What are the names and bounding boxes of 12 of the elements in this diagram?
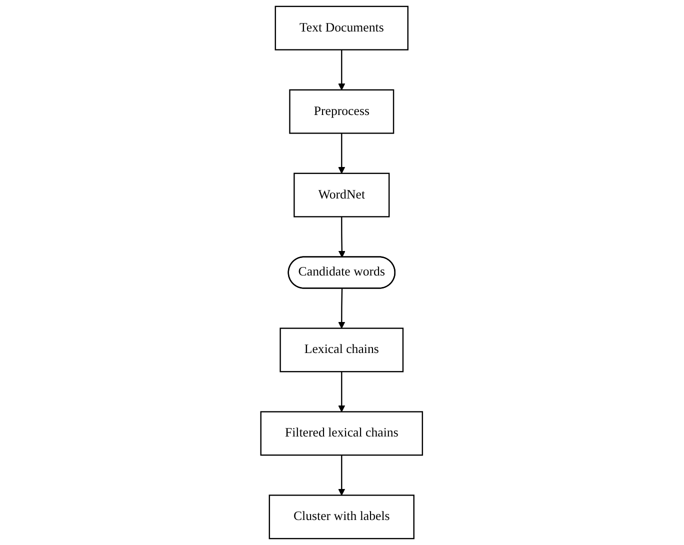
- arrow: [338, 455, 346, 496]
- node-box: Preprocess: [290, 89, 394, 134]
- node-box: Text Documents: [275, 6, 409, 50]
- node-box: Filtered lexical chains: [260, 411, 424, 456]
- arrow: [338, 216, 346, 258]
- node-box: Cluster with labels: [269, 494, 415, 540]
- arrow: [338, 133, 346, 174]
- arrow: [338, 50, 346, 90]
- arrow: [338, 288, 346, 329]
- node-box: WordNet: [294, 172, 390, 218]
- arrow: [338, 372, 346, 412]
- node-box: Lexical chains: [280, 328, 404, 372]
